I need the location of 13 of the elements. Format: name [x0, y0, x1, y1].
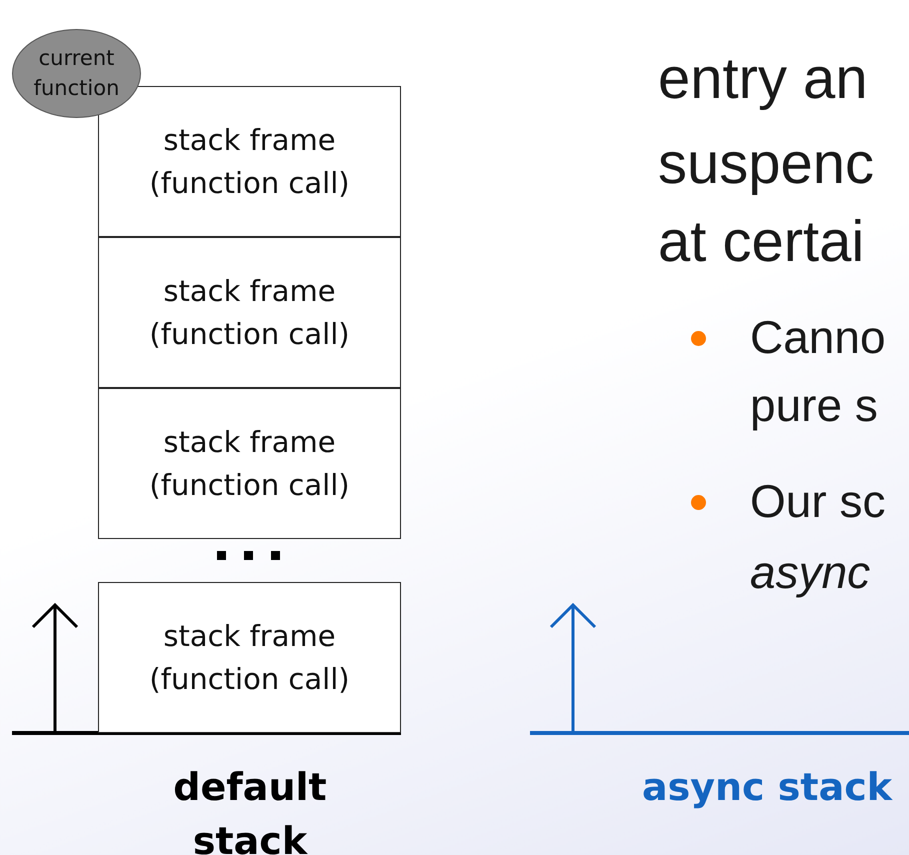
slide-text: suspenc [658, 135, 874, 193]
current-function-oval: current function [12, 29, 141, 118]
slide-text: Canno [750, 314, 886, 360]
slide-text: at certai [658, 213, 864, 271]
stack-frame-box: stack frame (function call) [98, 582, 401, 733]
slide-text: Our sc [750, 478, 886, 524]
stack-frame-box: stack frame (function call) [98, 388, 401, 539]
stack-label: async stack [640, 764, 894, 811]
slide-text: entry an [658, 50, 868, 108]
slide-text: async [750, 549, 870, 595]
stack-frame-box: stack frame (function call) [98, 237, 401, 388]
stack-label: default stack [172, 764, 328, 855]
slide-text: pure s [750, 382, 878, 428]
